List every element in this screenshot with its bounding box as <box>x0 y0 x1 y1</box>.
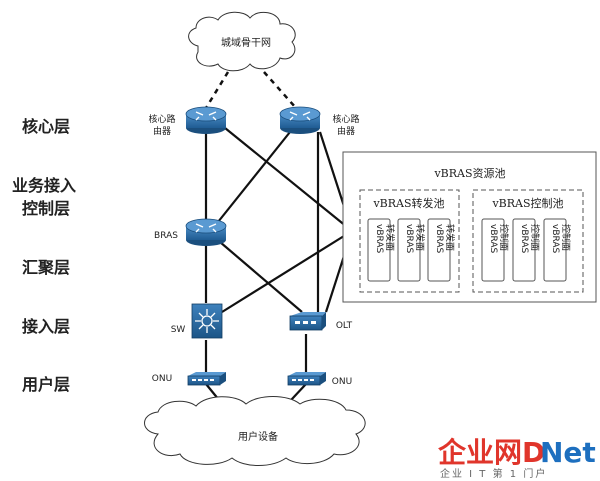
forward-unit-2-label-1: vBRAS <box>404 224 414 254</box>
control-unit-2-label-2: 控制面 <box>529 224 541 251</box>
bras-router: BRAS <box>154 218 227 246</box>
link-metro-core1 <box>204 71 230 109</box>
router-arrows-icon <box>195 111 217 121</box>
user-equipment-cloud: 用户设备 <box>144 396 366 466</box>
watermark-logo: 企业网 D Net 企业 I T 第 1 门户 <box>438 436 596 480</box>
onu-device-2: ONU <box>287 372 352 387</box>
control-unit-3-label-2: 控制面 <box>560 224 572 251</box>
core-router-2-label-1: 核心路 <box>332 113 359 125</box>
layer-service-label-2: 控制层 <box>22 199 70 218</box>
vbras-control-pool: vBRAS控制池 vBRAS 控制面 vBRAS 控制面 vBRAS 控制面 <box>472 189 584 293</box>
forward-unit-3: vBRAS 转发面 <box>427 218 456 282</box>
link-core1-vbras <box>224 127 353 232</box>
layer-aggregation-label: 汇聚层 <box>22 258 70 277</box>
onu-ports-icon <box>192 379 214 381</box>
forward-unit-1: vBRAS 转发面 <box>367 218 396 282</box>
layer-core-label: 核心层 <box>22 117 70 136</box>
control-unit-1-label-1: vBRAS <box>488 224 498 254</box>
bras-label: BRAS <box>154 231 178 241</box>
forward-unit-2-label-2: 转发面 <box>414 224 426 251</box>
router-arrows-icon <box>289 111 311 121</box>
link-sw-vbras <box>221 230 353 313</box>
olt-label: OLT <box>336 321 353 331</box>
link-bras-olt <box>219 241 303 313</box>
forward-unit-1-label-1: vBRAS <box>374 224 384 254</box>
layer-access-label: 接入层 <box>22 317 70 336</box>
vbras-resource-pool: vBRAS资源池 vBRAS转发池 vBRAS 转发面 vBRAS 转发面 vB… <box>342 151 597 303</box>
sw-label: SW <box>171 325 186 335</box>
aggregation-switch: SW <box>171 303 223 339</box>
router-arrows-icon <box>195 223 217 233</box>
control-unit-3-label-1: vBRAS <box>550 224 560 254</box>
forward-unit-3-label-2: 转发面 <box>444 224 456 251</box>
core-router-1-label-1: 核心路 <box>148 113 175 125</box>
core-router-1: 核心路 由器 <box>148 106 227 137</box>
layer-user-label: 用户层 <box>22 375 70 394</box>
layer-labels: 核心层 业务接入 控制层 汇聚层 接入层 用户层 <box>12 117 76 394</box>
metro-cloud-label: 城域骨干网 <box>221 36 271 49</box>
control-unit-1: vBRAS 控制面 <box>481 218 510 282</box>
forward-unit-3-label-1: vBRAS <box>434 224 444 254</box>
watermark-brand-d: D <box>522 436 545 469</box>
vbras-pool-title: vBRAS资源池 <box>433 166 505 180</box>
core-router-1-label-2: 由器 <box>153 125 171 137</box>
forward-unit-2: vBRAS 转发面 <box>397 218 426 282</box>
forward-pool-title: vBRAS转发池 <box>372 196 444 210</box>
core-router-2: 核心路 由器 <box>279 106 360 137</box>
olt-device: OLT <box>289 312 353 331</box>
layer-service-label-1: 业务接入 <box>12 176 76 195</box>
control-unit-2: vBRAS 控制面 <box>512 218 541 282</box>
vbras-forward-pool: vBRAS转发池 vBRAS 转发面 vBRAS 转发面 vBRAS 转发面 <box>359 189 460 293</box>
control-unit-2-label-1: vBRAS <box>519 224 529 254</box>
core-router-2-label-2: 由器 <box>337 125 355 137</box>
watermark-subtitle: 企业 I T 第 1 门户 <box>440 467 547 480</box>
watermark-brand-right: Net <box>540 436 596 469</box>
olt-ports-icon <box>295 321 316 324</box>
link-core2-bras <box>217 131 291 223</box>
links <box>204 71 354 417</box>
user-cloud-label: 用户设备 <box>238 430 278 443</box>
onu-device-1: ONU <box>152 372 226 386</box>
control-unit-1-label-2: 控制面 <box>498 224 510 251</box>
onu-1-label: ONU <box>152 374 172 384</box>
link-metro-core2 <box>263 71 297 109</box>
control-pool-title: vBRAS控制池 <box>491 196 563 210</box>
forward-unit-1-label-2: 转发面 <box>384 224 396 251</box>
watermark-brand-left: 企业网 <box>438 436 522 469</box>
metro-backbone-cloud: 城域骨干网 <box>188 11 296 72</box>
control-unit-3: vBRAS 控制面 <box>543 218 572 282</box>
onu-2-label: ONU <box>332 377 352 387</box>
onu-ports-icon <box>292 379 314 381</box>
switch-star-icon <box>195 309 219 333</box>
